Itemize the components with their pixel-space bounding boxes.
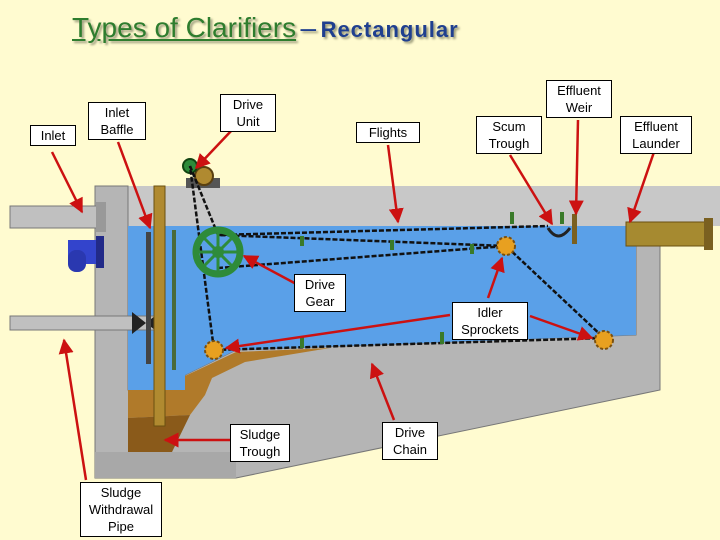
flight	[440, 332, 444, 344]
chain-top-run	[217, 224, 549, 237]
idler-sprockets	[204, 236, 614, 360]
launder-pipe	[625, 221, 713, 247]
sludge-pipe-vertical	[153, 185, 166, 427]
chain-upper	[188, 165, 608, 352]
arrow-idler-1	[486, 256, 505, 299]
effluent-weir-plate	[572, 214, 577, 244]
chain-lower-run	[217, 244, 507, 270]
baffle-support	[172, 230, 176, 370]
sludge-bed	[128, 348, 330, 418]
label-effluent-launder: Effluent Launder	[620, 116, 692, 154]
arrow-effluent-weir	[568, 119, 584, 216]
arrow-inlet-baffle	[116, 141, 153, 230]
arrow-effluent-launder	[627, 151, 656, 224]
effluent-launder	[546, 214, 713, 250]
label-scum-trough: Scum Trough	[476, 116, 542, 154]
scum-trough	[546, 227, 572, 238]
sprocket	[496, 236, 516, 256]
arrow-scum-trough	[508, 154, 554, 226]
label-drive-chain: Drive Chain	[382, 422, 438, 460]
sprocket	[594, 330, 614, 350]
arrow-flights	[386, 144, 404, 224]
arrow-idler-3	[224, 313, 451, 354]
tank-floor	[95, 452, 236, 478]
flight	[390, 240, 394, 250]
arrow-drive-unit	[194, 129, 233, 170]
flight	[300, 236, 304, 246]
inlet-pipe	[9, 205, 101, 229]
label-sludge-withdrawal-pipe: Sludge Withdrawal Pipe	[80, 482, 162, 537]
label-flights: Flights	[356, 122, 420, 143]
flight	[560, 212, 564, 224]
page-title: Types of Clarifiers – Rectangular	[72, 12, 459, 44]
pointer-arrows	[50, 119, 656, 481]
inlet-assembly	[9, 185, 176, 427]
drive-gear-spokes	[198, 232, 238, 272]
arrow-inlet	[50, 151, 84, 214]
label-idler-sprockets: Idler Sprockets	[452, 302, 528, 340]
tank-top-slab	[95, 186, 720, 226]
drive-chain	[188, 165, 608, 352]
label-sludge-trough: Sludge Trough	[230, 424, 290, 462]
arrow-drive-chain	[369, 362, 396, 421]
flight	[300, 336, 304, 348]
arrow-sludge-pipe	[58, 338, 88, 481]
title-main: Types of Clarifiers	[72, 12, 297, 43]
label-drive-unit: Drive Unit	[220, 94, 276, 132]
label-inlet-baffle: Inlet Baffle	[88, 102, 146, 140]
inlet-blue-bend	[68, 250, 86, 272]
inlet-blue-pipe-flange	[96, 236, 104, 268]
label-effluent-weir: Effluent Weir	[546, 80, 612, 118]
drive-gear-ring	[192, 226, 244, 278]
label-inlet: Inlet	[30, 125, 76, 146]
arrow-drive-gear	[242, 254, 301, 288]
flight	[470, 244, 474, 254]
sprocket	[204, 340, 224, 360]
title-dash: –	[300, 12, 317, 43]
inlet-baffle	[146, 232, 151, 364]
arrow-idler-2	[529, 314, 594, 341]
launder-flange	[704, 218, 713, 250]
flights	[300, 212, 564, 348]
title-sub: Rectangular	[320, 17, 459, 42]
drive-gear	[192, 226, 244, 278]
label-drive-gear: Drive Gear	[294, 274, 346, 312]
flight	[510, 212, 514, 224]
inlet-pipe-collar	[96, 202, 106, 232]
